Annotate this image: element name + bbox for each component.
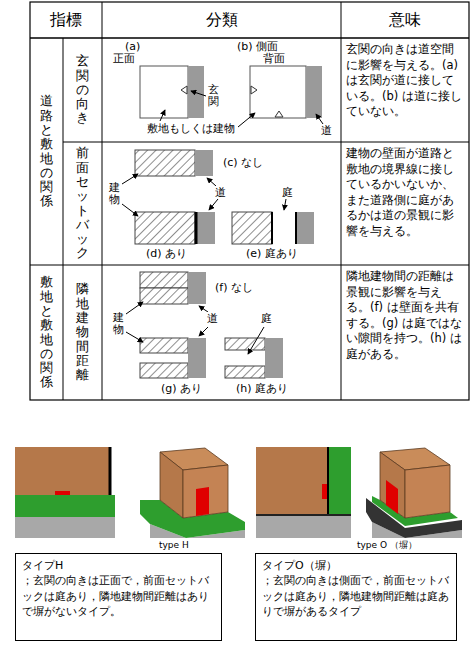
part-label: 庭 (260, 312, 273, 325)
column-header: 指標 (30, 2, 102, 38)
part-label: (h) 庭あり (235, 382, 289, 395)
part-label: 道 (320, 124, 333, 137)
body-text: ；玄関の向きは側面で，前面セットバックは庭あり，隣地建物間距離は庭ありで塀がある… (262, 573, 450, 619)
cell-text: 前面セットバック (76, 146, 89, 260)
type-description-box: タイプH；玄関の向きは正面で，前面セットバックは庭あり，隣地建物間距離はありで塀… (15, 553, 222, 641)
part-label: 敷地もしくは建物 (146, 122, 236, 135)
cell-text: 玄関の向きは道空間に影響を与える。(a) は玄関が道に接している。(b) は道に… (346, 42, 464, 120)
part-label: (d) あり (145, 247, 188, 260)
type-o-perspective (366, 448, 462, 538)
setback-figures (135, 150, 314, 244)
part-label: (g) あり (160, 382, 203, 395)
column-header: 分類 (102, 2, 341, 38)
cell-text: 敷地と敷地の関係 (40, 275, 53, 389)
part-label: 庭 (281, 186, 294, 199)
part-label: (c) なし (222, 156, 264, 169)
category-cell: 道路と敷地の関係 (30, 38, 63, 265)
indicator-cell: 隣地建物間距離 (63, 265, 102, 400)
body-text: ；玄関の向きは正面で，前面セットバックは庭あり，隣地建物間距離はありで塀がないタ… (22, 573, 215, 619)
leader-lines (122, 174, 286, 216)
column-header: 意味 (341, 2, 469, 38)
part-label: 背面 (262, 52, 286, 65)
cell-text: 指標 (50, 10, 82, 31)
entrance-figures (140, 66, 322, 118)
meaning-cell: 隣地建物間の距離は景観に影響を与える。(f) は壁面を共有する。(g) は庭では… (341, 265, 469, 400)
type-description-box: タイプO（塀）；玄関の向きは側面で，前面セットバックは庭あり，隣地建物間距離は庭… (255, 553, 457, 641)
indicator-cell: 玄関の向き (63, 38, 102, 142)
indicator-cell: 前面セットバック (63, 142, 102, 265)
neighbor-figures (140, 272, 283, 378)
part-label: 正面 (112, 52, 136, 65)
cell-text: 隣地建物間の距離は景観に影響を与える。(f) は壁面を共有する。(g) は庭では… (346, 269, 464, 362)
part-label: 道 (206, 312, 219, 325)
cell-text: 意味 (389, 10, 421, 31)
category-cell: 敷地と敷地の関係 (30, 265, 63, 400)
cell-text: 玄関の向き (76, 54, 89, 125)
cell-text: 道路と敷地の関係 (40, 94, 53, 208)
part-label: 道 (214, 186, 227, 199)
cell-text: 分類 (206, 10, 238, 31)
part-label: (e) 庭あり (245, 247, 299, 260)
meaning-cell: 玄関の向きは道空間に影響を与える。(a) は玄関が道に接している。(b) は道に… (341, 38, 469, 142)
cell-text: タイプO（塀） (262, 558, 337, 573)
part-label: 玄関 (207, 84, 220, 108)
cell-text: 隣地建物間距離 (76, 282, 89, 382)
figure-caption: type H (158, 540, 190, 551)
leader-lines (126, 302, 264, 354)
type-h-perspective (140, 448, 245, 538)
part-label: 建物 (108, 182, 121, 206)
table-grid (30, 2, 469, 400)
meaning-cell: 建物の壁面が道路と敷地の境界線に接しているかいないか、また道路側に庭があるかは道… (341, 142, 469, 265)
figure-caption: type O （塀） (356, 540, 418, 551)
type-h-plan (15, 447, 115, 538)
type-o-plan (256, 447, 351, 538)
part-label: (f) なし (214, 281, 254, 294)
cell-text: 建物の壁面が道路と敷地の境界線に接しているかいないか、また道路側に庭があるかは道… (346, 146, 464, 239)
cell-text: タイプH (22, 558, 63, 573)
part-label: 建物 (112, 312, 125, 336)
